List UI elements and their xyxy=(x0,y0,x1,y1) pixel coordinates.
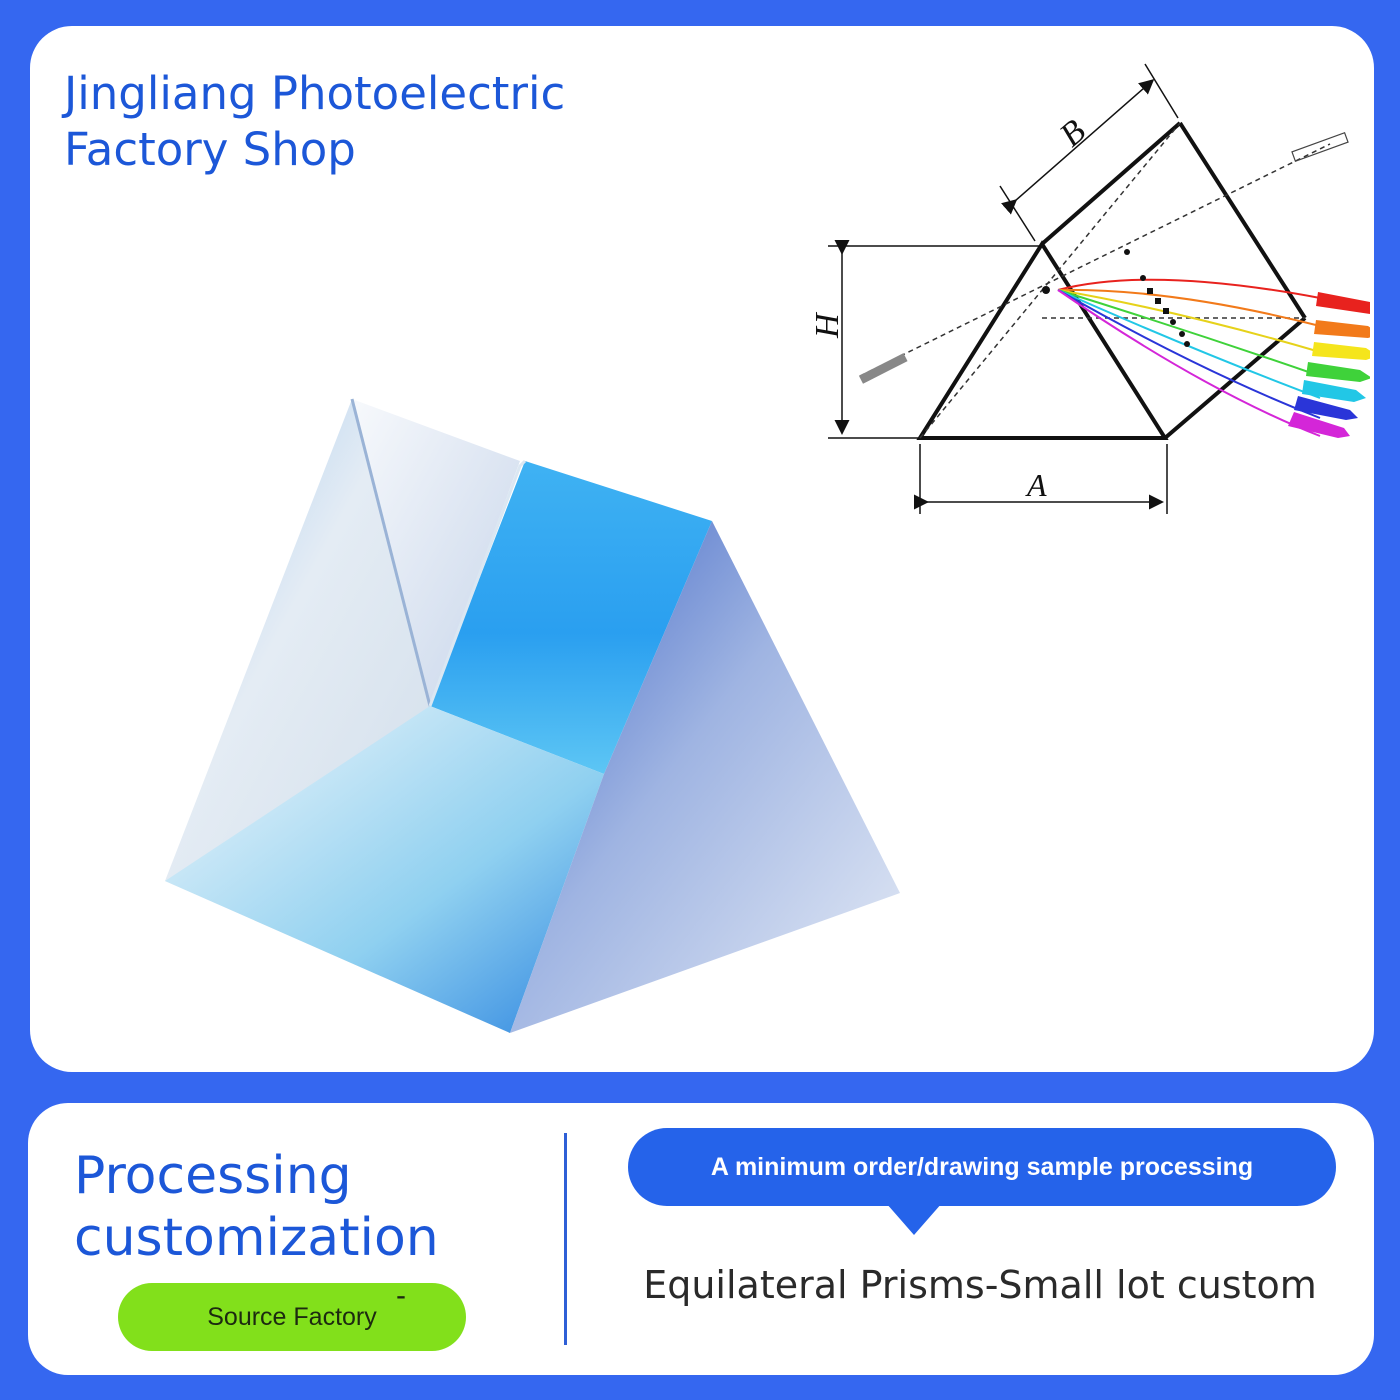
dimension-label-a: A xyxy=(1025,467,1047,503)
dispersion-dots xyxy=(1042,249,1190,347)
processing-heading: Processing customization xyxy=(74,1145,439,1269)
shop-title: Jingliang Photoelectric Factory Shop xyxy=(64,66,565,178)
vertical-divider xyxy=(564,1133,567,1345)
processing-heading-line2: customization xyxy=(74,1208,439,1268)
spectrum-arrows xyxy=(1288,292,1370,438)
product-description: Equilateral Prisms-Small lot custom xyxy=(643,1263,1317,1307)
hidden-edges xyxy=(859,122,1331,439)
bottom-card: Processing customization Source Factory … xyxy=(28,1103,1374,1375)
prism-outline xyxy=(916,121,1307,440)
bubble-tail xyxy=(886,1203,942,1235)
shop-title-line1: Jingliang Photoelectric xyxy=(64,67,566,120)
exit-beam-outline xyxy=(1291,131,1349,163)
source-factory-label: Source Factory xyxy=(207,1302,377,1331)
glass-prism-image xyxy=(165,398,900,1033)
source-factory-mark: - xyxy=(396,1279,406,1312)
shop-title-line2: Factory Shop xyxy=(64,123,356,176)
processing-heading-line1: Processing xyxy=(74,1146,352,1206)
minimum-order-text: A minimum order/drawing sample processin… xyxy=(710,1152,1254,1181)
top-card: Jingliang Photoelectric Factory Shop xyxy=(30,26,1374,1072)
dispersion-rays xyxy=(1057,278,1321,437)
source-factory-badge: Source Factory - xyxy=(118,1279,466,1351)
incoming-beam xyxy=(858,353,908,384)
dimension-label-h: H xyxy=(809,311,846,339)
dimension-lines xyxy=(828,63,1179,514)
dimension-label-b: B xyxy=(1053,112,1093,154)
minimum-order-bubble: A minimum order/drawing sample processin… xyxy=(628,1128,1336,1206)
prism-dispersion-diagram: B H A xyxy=(809,63,1370,514)
